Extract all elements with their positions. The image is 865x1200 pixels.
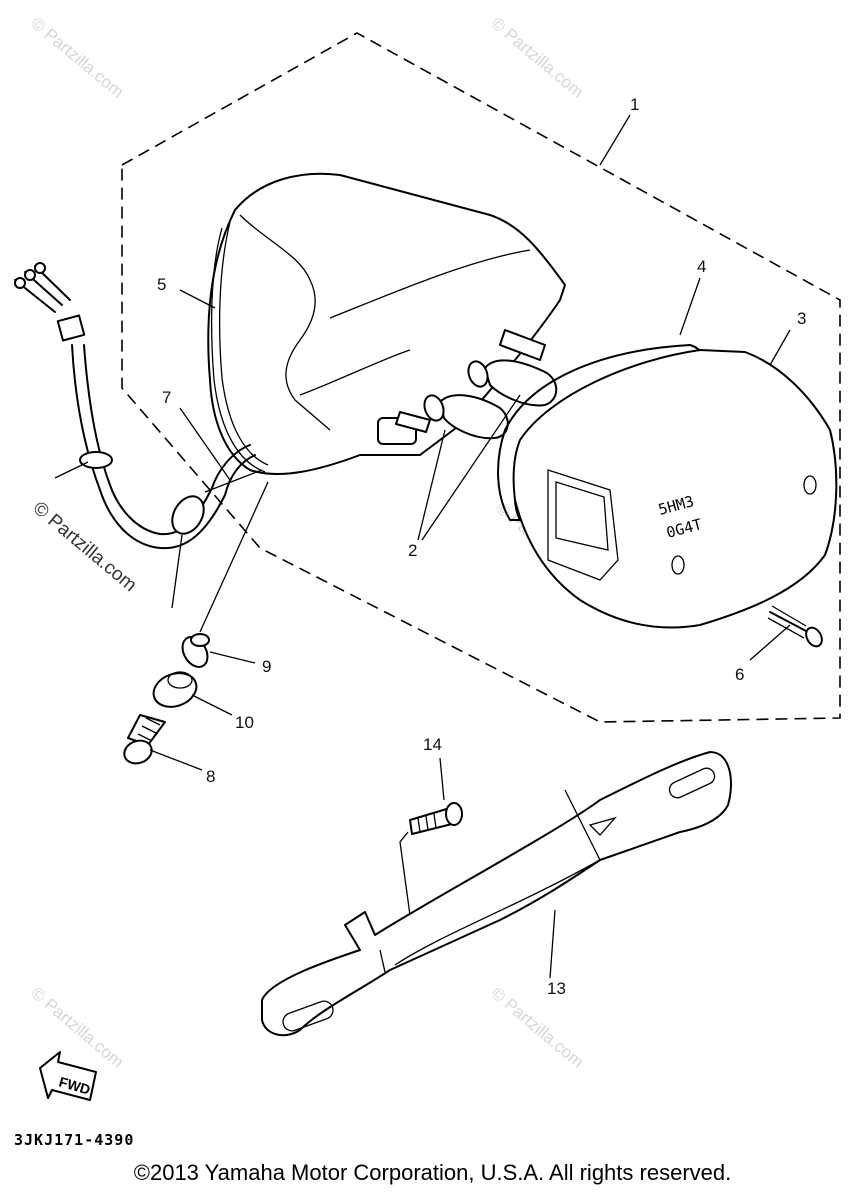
- leader-lines: [54, 114, 791, 979]
- tail-light-lens: 5HM3 0G4T: [512, 349, 838, 629]
- callout-numbers: 1 2 3 4 5 6 7 8 9 10 13 14: [157, 95, 806, 998]
- callout-8: 8: [206, 767, 215, 786]
- watermark: © Partzilla.com: [487, 984, 587, 1072]
- assembly-outline: [121, 32, 841, 723]
- license-plate-bracket: [261, 751, 732, 1037]
- forward-direction-arrow: FWD: [39, 1051, 97, 1101]
- callout-7: 7: [162, 388, 171, 407]
- collar: [181, 633, 210, 668]
- callout-9: 9: [262, 657, 271, 676]
- watermark: © Partzilla.com: [27, 984, 127, 1072]
- callout-14: 14: [423, 735, 442, 754]
- housing-bolt: [123, 714, 166, 765]
- callout-3: 3: [797, 309, 806, 328]
- callout-2: 2: [408, 541, 417, 560]
- callout-1: 1: [630, 95, 639, 114]
- lens-screw: [767, 605, 823, 648]
- callout-4: 4: [697, 257, 706, 276]
- watermark: © Partzilla.com: [29, 498, 141, 596]
- copyright-notice: ©2013 Yamaha Motor Corporation, U.S.A. A…: [133, 1160, 732, 1185]
- callout-5: 5: [157, 275, 166, 294]
- callout-10: 10: [235, 713, 254, 732]
- watermark: © Partzilla.com: [27, 14, 127, 102]
- tail-light-housing: [207, 172, 566, 476]
- bulbs: [423, 359, 558, 440]
- callout-13: 13: [547, 979, 566, 998]
- grommet: [152, 671, 198, 708]
- wire-harness: [14, 262, 256, 550]
- watermark: © Partzilla.com: [487, 14, 587, 102]
- callout-6: 6: [735, 665, 744, 684]
- diagram-part-code: 3JKJ171-4390: [14, 1131, 135, 1149]
